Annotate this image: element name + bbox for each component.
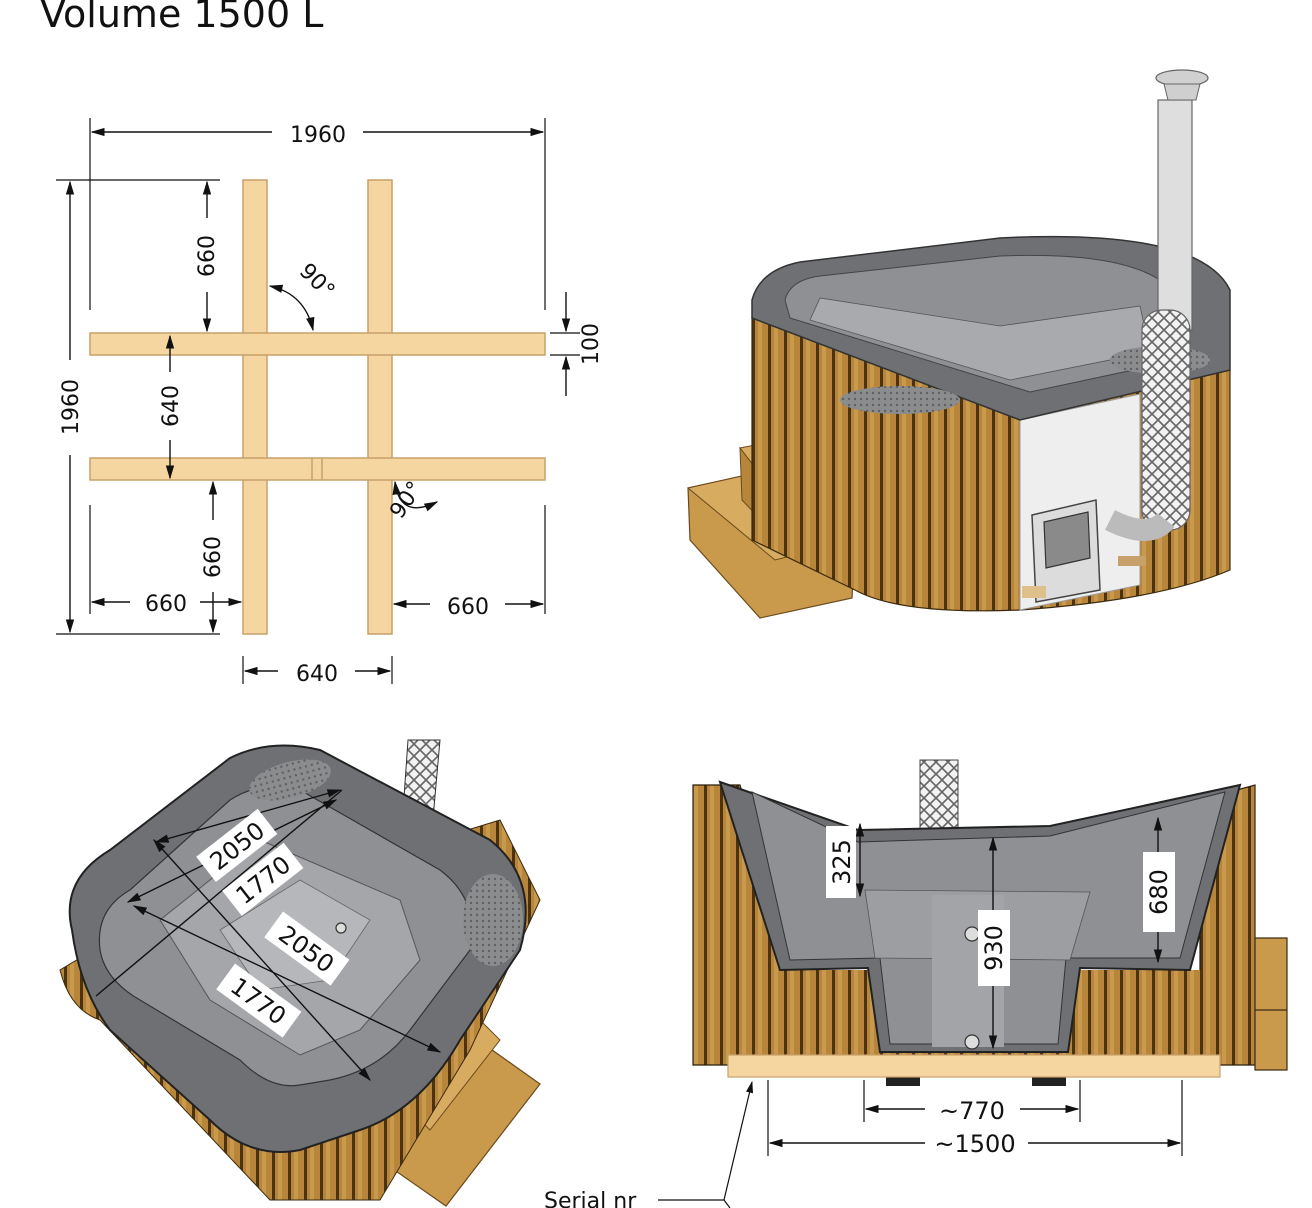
frame-beam-top	[89, 332, 546, 356]
frame-beam-thickness-label: 100	[579, 323, 604, 365]
frame-post-left	[242, 179, 268, 635]
frame-angle-top-label: 90°	[294, 259, 339, 304]
frame-right-offset-label: 660	[447, 595, 489, 620]
volume-title: Volume 1500 L	[40, 0, 324, 36]
serial-number-label: Serial nr	[544, 1189, 637, 1208]
frame-left-offset-label: 660	[145, 592, 187, 617]
frame-post-right	[367, 179, 393, 635]
section-seat-depth-label: 325	[828, 839, 856, 885]
frame-overall-height-label: 1960	[59, 379, 84, 435]
section-side-depth-label: 680	[1145, 869, 1173, 915]
section-total-depth-label: 930	[980, 925, 1008, 971]
section-base-width-label: ~1500	[934, 1130, 1015, 1158]
frame-top-offset-label: 660	[195, 235, 220, 277]
tub-iso-view	[686, 69, 1231, 619]
frame-beam-bottom	[89, 457, 546, 481]
frame-overall-width-label: 1960	[290, 123, 346, 148]
frame-beam-gap-label: 640	[159, 385, 184, 427]
frame-post-gap-label: 640	[296, 662, 338, 687]
tub-section-view: 325 930 680 ~770 ~1500 Serial nr	[544, 759, 1288, 1208]
frame-plan: 1960 1960 660 640 100 660 660	[56, 118, 604, 687]
frame-bottom-offset-label: 660	[201, 536, 226, 578]
section-footwell-width-label: ~770	[939, 1097, 1005, 1125]
tub-top-view: 2050 1770 2050 1770	[59, 739, 541, 1207]
